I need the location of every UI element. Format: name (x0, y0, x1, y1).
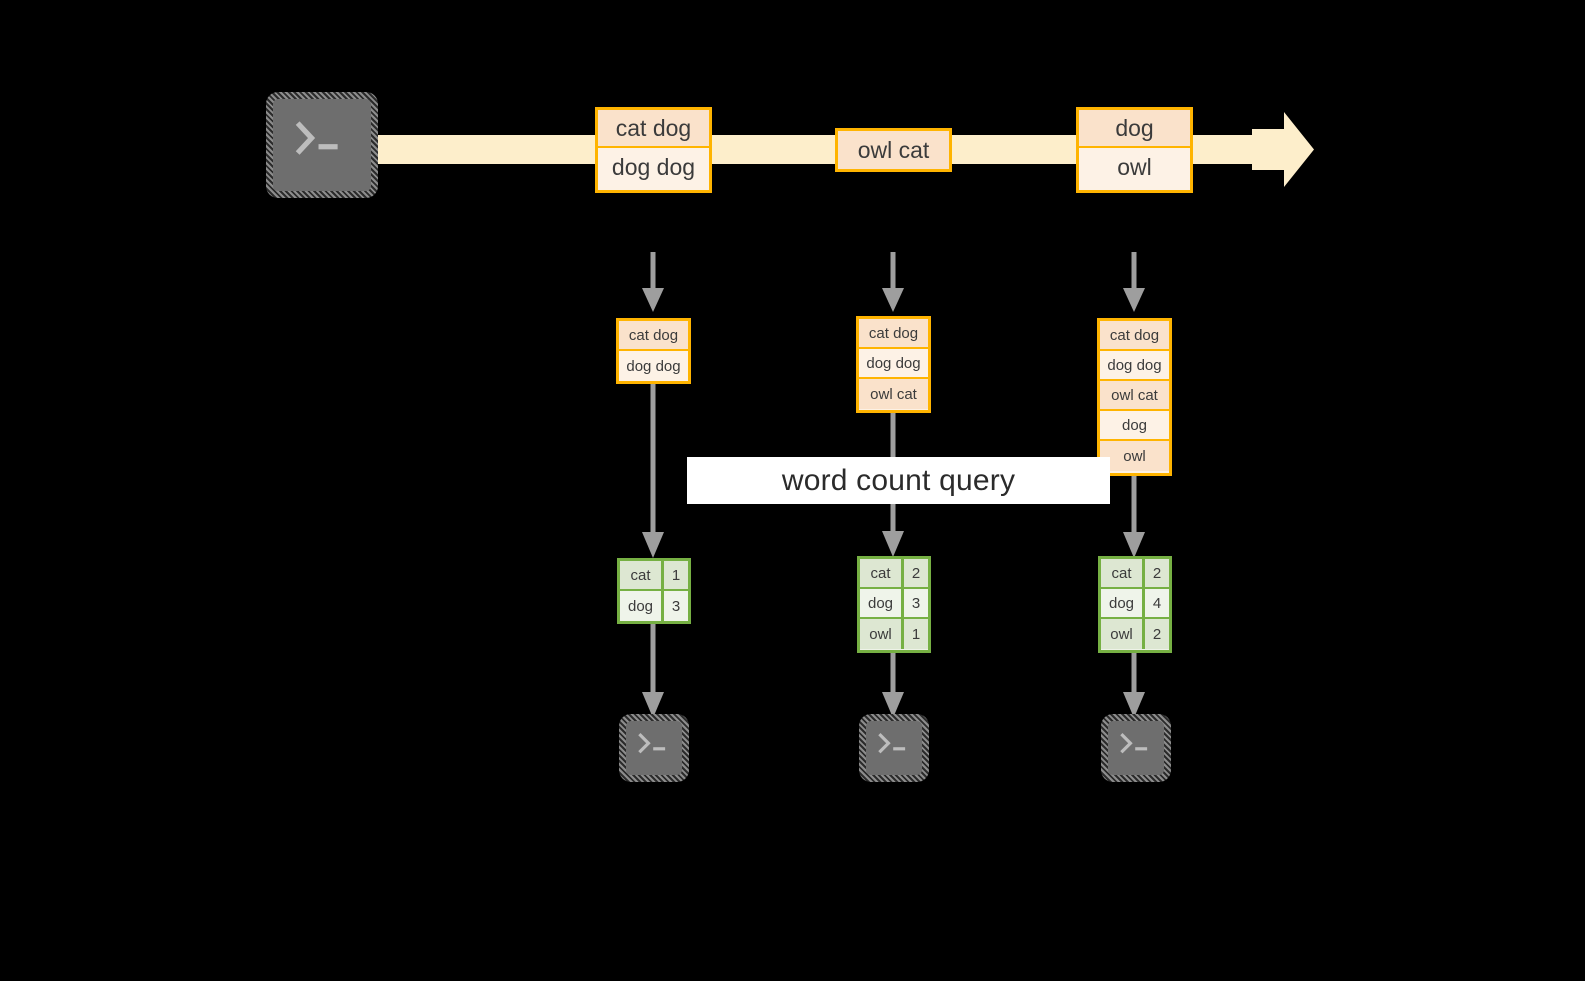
result-table-2[interactable]: cat 2 dog 3 owl 1 (857, 556, 931, 653)
result-count: 3 (671, 597, 681, 615)
result-count: 3 (911, 594, 921, 612)
stream-batch-2[interactable]: owl cat (835, 128, 952, 172)
result-count: 1 (671, 566, 681, 584)
result-word: owl (1101, 619, 1145, 649)
stream-batch-1-line-2: dog dog (598, 148, 709, 186)
accumulated-table-1[interactable]: cat dog dog dog (616, 318, 691, 384)
stream-batch-3-line-2: owl (1079, 148, 1190, 186)
accumulated-table-3[interactable]: cat dog dog dog owl cat dog owl (1097, 318, 1172, 476)
stream-batch-1-line-1: cat dog (598, 110, 709, 148)
flow-arrow-3b (1123, 653, 1145, 718)
sink-terminal-icon-1[interactable] (619, 714, 689, 782)
dashed-arrow-down-icon-1 (642, 252, 664, 312)
accumulated-row: owl cat (859, 379, 928, 409)
result-row: dog 3 (860, 589, 928, 619)
flow-arrow-3a (1123, 476, 1145, 558)
result-table-1[interactable]: cat 1 dog 3 (617, 558, 691, 624)
query-label-band: word count query (687, 457, 1110, 504)
accumulated-row: cat dog (859, 319, 928, 349)
stream-batch-2-line-1: owl cat (838, 131, 949, 169)
result-row: owl 1 (860, 619, 928, 649)
result-row: cat 2 (860, 559, 928, 589)
result-row: dog 4 (1101, 589, 1169, 619)
terminal-glyph-icon (878, 733, 906, 754)
source-terminal-icon[interactable] (266, 92, 378, 198)
accumulated-table-2[interactable]: cat dog dog dog owl cat (856, 316, 931, 413)
accumulated-row: dog dog (859, 349, 928, 379)
result-row: cat 1 (620, 561, 688, 591)
accumulated-row: cat dog (619, 321, 688, 351)
accumulated-row: dog dog (619, 351, 688, 381)
result-word: cat (620, 561, 664, 589)
terminal-glyph-icon (295, 121, 338, 155)
accumulated-row: owl cat (1100, 381, 1169, 411)
result-row: owl 2 (1101, 619, 1169, 649)
accumulated-row: dog (1100, 411, 1169, 441)
result-word: cat (1101, 559, 1145, 587)
accumulated-row: owl (1100, 441, 1169, 471)
stream-batch-3[interactable]: dog owl (1076, 107, 1193, 193)
result-count: 1 (911, 625, 921, 643)
sink-terminal-icon-3[interactable] (1101, 714, 1171, 782)
result-row: cat 2 (1101, 559, 1169, 589)
flow-arrow-1a (642, 384, 664, 558)
result-count: 2 (911, 564, 921, 582)
query-label: word count query (781, 463, 1016, 497)
flow-arrow-2b (882, 653, 904, 718)
result-count: 2 (1152, 564, 1162, 582)
result-table-3[interactable]: cat 2 dog 4 owl 2 (1098, 556, 1172, 653)
result-word: dog (620, 591, 664, 621)
result-count: 4 (1152, 594, 1162, 612)
accumulated-row: cat dog (1100, 321, 1169, 351)
sink-terminal-icon-2[interactable] (859, 714, 929, 782)
result-word: dog (860, 589, 904, 617)
stream-arrowhead-icon (1252, 112, 1314, 187)
terminal-glyph-icon (1120, 733, 1148, 754)
result-word: cat (860, 559, 904, 587)
result-word: dog (1101, 589, 1145, 617)
result-row: dog 3 (620, 591, 688, 621)
result-word: owl (860, 619, 904, 649)
result-count: 2 (1152, 625, 1162, 643)
flow-arrow-1b (642, 624, 664, 718)
accumulated-row: dog dog (1100, 351, 1169, 381)
terminal-glyph-icon (638, 733, 666, 754)
stream-batch-3-line-1: dog (1079, 110, 1190, 148)
dashed-arrow-down-icon-2 (882, 252, 904, 312)
stream-batch-1[interactable]: cat dog dog dog (595, 107, 712, 193)
dashed-arrow-down-icon-3 (1123, 252, 1145, 312)
